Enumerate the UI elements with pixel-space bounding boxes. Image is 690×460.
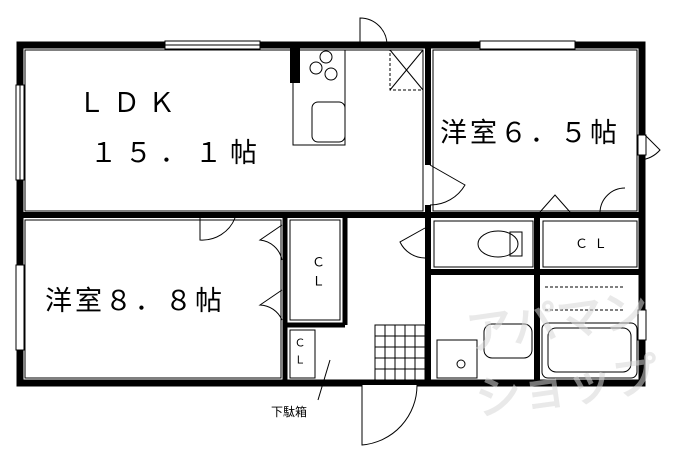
door — [399, 227, 426, 259]
door — [429, 164, 466, 206]
closet-small — [289, 329, 316, 379]
window — [637, 134, 647, 156]
closet-right — [542, 220, 638, 268]
door — [639, 129, 661, 161]
toilet-room — [433, 220, 534, 268]
door — [539, 194, 571, 213]
window — [637, 309, 647, 341]
ldk-name: ＬＤＫ — [78, 88, 183, 119]
door — [599, 187, 626, 213]
window — [479, 40, 576, 50]
closet-center — [289, 219, 341, 321]
ldk-size: １５．１帖 — [90, 138, 265, 169]
washing-machine-space — [436, 339, 478, 379]
closet-small-label: ＣＬ — [293, 337, 306, 371]
kitchen-sink — [311, 101, 346, 143]
window — [15, 264, 25, 351]
western-room-2-label: 洋室８．８帖 — [45, 286, 225, 317]
closet-center-label: ＣＬ — [309, 255, 324, 293]
toilet — [477, 230, 519, 258]
door — [359, 17, 388, 46]
watermark-logo: アパマンショップ — [462, 281, 662, 427]
washbasin — [483, 323, 533, 359]
shoe-cabinet-label: 下駄箱 — [271, 405, 308, 419]
bathtub — [541, 322, 638, 379]
entrance-tiles — [374, 324, 426, 381]
door — [258, 289, 283, 321]
entrance-door — [361, 384, 418, 446]
western-room-1-label: 洋室６．５帖 — [440, 118, 620, 149]
closet-right-label: ＣＬ — [575, 237, 614, 252]
door — [258, 224, 283, 261]
door — [199, 217, 236, 241]
kitchen-counter — [292, 49, 346, 146]
